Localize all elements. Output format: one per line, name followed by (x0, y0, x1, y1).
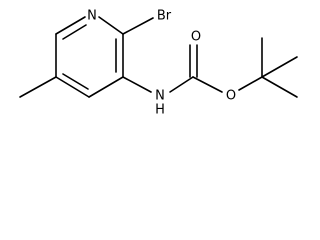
bromine-label: Br (157, 9, 172, 24)
amide-hydrogen-label: H (155, 103, 165, 118)
double-bond-c4-c5 (62, 73, 89, 90)
carbonyl-oxygen-label: O (191, 30, 201, 45)
double-bond-c6-n1 (62, 24, 87, 40)
bond-c5-methyl (19, 76, 57, 98)
bond-c3-nh (122, 76, 152, 93)
bond-n1-c2 (98, 16, 124, 35)
bond-c3-c4 (88, 76, 124, 98)
bond-ester-o-tert-c (238, 76, 263, 91)
bond-tert-c-methyl-upper-right (261, 56, 298, 78)
amide-nitrogen-label: N (155, 89, 165, 104)
bond-c2-br (122, 17, 154, 35)
ester-oxygen-label: O (226, 89, 236, 104)
bond-c4-c5 (55, 76, 90, 98)
bond-c6-n1 (55, 16, 86, 35)
structure-diagram: N Br O N H O (19, 9, 298, 118)
bond-nh-carbonyl (169, 76, 194, 93)
bond-carbonyl-ester-o (192, 76, 223, 93)
pyridine-ring (55, 16, 124, 98)
bond-tert-c-methyl-lower-right (261, 76, 298, 98)
pyridine-nitrogen-label: N (87, 9, 97, 24)
